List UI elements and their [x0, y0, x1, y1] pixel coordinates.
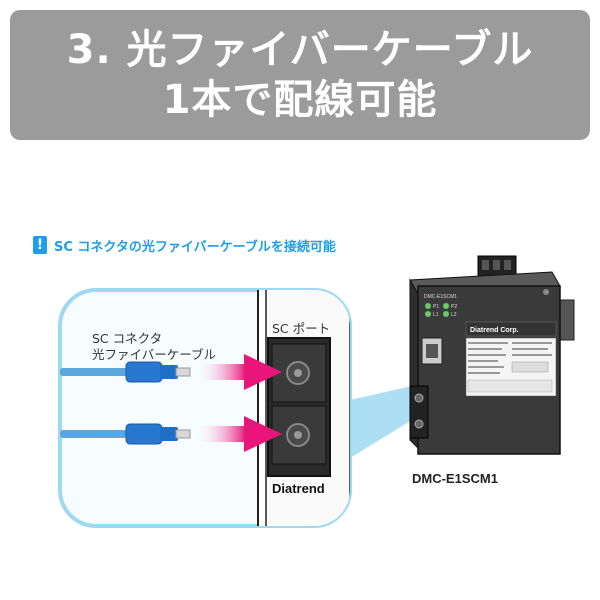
arrow-lower: [196, 416, 282, 452]
exclamation-icon: !: [33, 236, 47, 254]
feature-tagline: ! SC コネクタの光ファイバーケーブルを接続可能: [33, 234, 373, 256]
tagline-text: SC コネクタの光ファイバーケーブルを接続可能: [54, 239, 336, 255]
led-label-l1: L1: [433, 312, 439, 318]
device-brand: Diatrend Corp.: [470, 327, 519, 334]
device-image: DMC-E1SCM1 P1 P2 L1 L2 Diatrend Corp.: [409, 255, 575, 455]
arrow-upper: [196, 354, 282, 390]
title-banner: 3. 光ファイバーケーブル 1本で配線可能: [10, 10, 590, 140]
cable-label-line-2: 光ファイバーケーブル: [92, 347, 217, 362]
fiber-cable-lower: [60, 423, 191, 445]
title-line-1: 3. 光ファイバーケーブル: [66, 27, 534, 73]
led-label-p2: P2: [451, 304, 457, 310]
callout-pointer: [350, 386, 412, 458]
zoom-brand: Diatrend: [272, 481, 325, 496]
led-label-l2: L2: [451, 312, 457, 318]
fiber-cable-upper: [60, 361, 191, 383]
device-sc-port: [409, 385, 429, 439]
cable-label-line-1: SC コネクタ: [92, 331, 163, 346]
device-panel-title: DMC-E1SCM1: [424, 294, 457, 300]
led-label-p1: P1: [433, 304, 439, 310]
model-caption: DMC-E1SCM1: [412, 471, 498, 486]
title-line-2: 1本で配線可能: [162, 77, 438, 123]
sc-port-label: SC ポート: [272, 321, 331, 336]
